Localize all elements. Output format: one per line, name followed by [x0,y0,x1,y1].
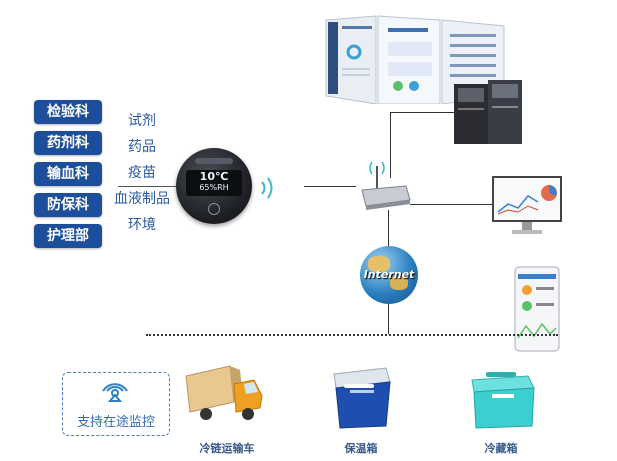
phone-icon [514,266,560,352]
router-monitor-line [410,204,494,205]
truck-label: 冷链运输车 [199,442,255,455]
internet-label: Internet [363,268,415,281]
in-transit-monitor-label: 支持在途监控 [76,415,155,430]
sensor-logo-icon [195,158,233,164]
divider-dotted [146,334,558,336]
item-medicine: 药品 [128,139,156,155]
router-icon [361,161,411,210]
department-transfusion: 输血科 [34,162,102,186]
department-lab: 检验科 [34,100,102,124]
router-globe-line [388,210,389,248]
sensor-router-line [304,186,356,187]
item-environment: 环境 [128,217,156,233]
truck-icon [185,365,263,420]
cooler-box-label: 冷藏箱 [484,442,518,455]
sensor-display: 10℃ 65%RH [186,170,242,196]
item-blood-product: 血液制品 [114,191,170,207]
insulated-box-icon [333,367,391,429]
monitor-icon [492,176,562,234]
server-router-vline [390,112,391,178]
server-line [390,112,454,113]
globe-land [368,256,390,272]
internet-globe-icon: Internet [360,246,418,304]
globe-land [390,276,408,290]
dashboard-screens-image [325,15,505,104]
department-nursing: 护理部 [34,224,102,248]
item-vaccine: 疫苗 [128,165,156,181]
wireless-signal-icon [261,177,273,199]
sensor-temperature: 10℃ [199,170,229,183]
items-connector [118,186,178,187]
department-pharmacy: 药剂科 [34,131,102,155]
cooler-box-icon [471,372,535,429]
sensor-humidity: 65%RH [199,183,229,192]
location-signal-icon [102,383,128,402]
department-prevention: 防保科 [34,193,102,217]
globe-down-line [388,304,389,334]
sensor-device: 10℃ 65%RH [176,148,252,224]
insulated-box-label: 保温箱 [344,442,378,455]
in-transit-monitor-box: 支持在途监控 [62,372,170,436]
sensor-button-icon [208,203,220,215]
item-reagent: 试剂 [128,113,156,129]
server-icon [454,80,522,144]
